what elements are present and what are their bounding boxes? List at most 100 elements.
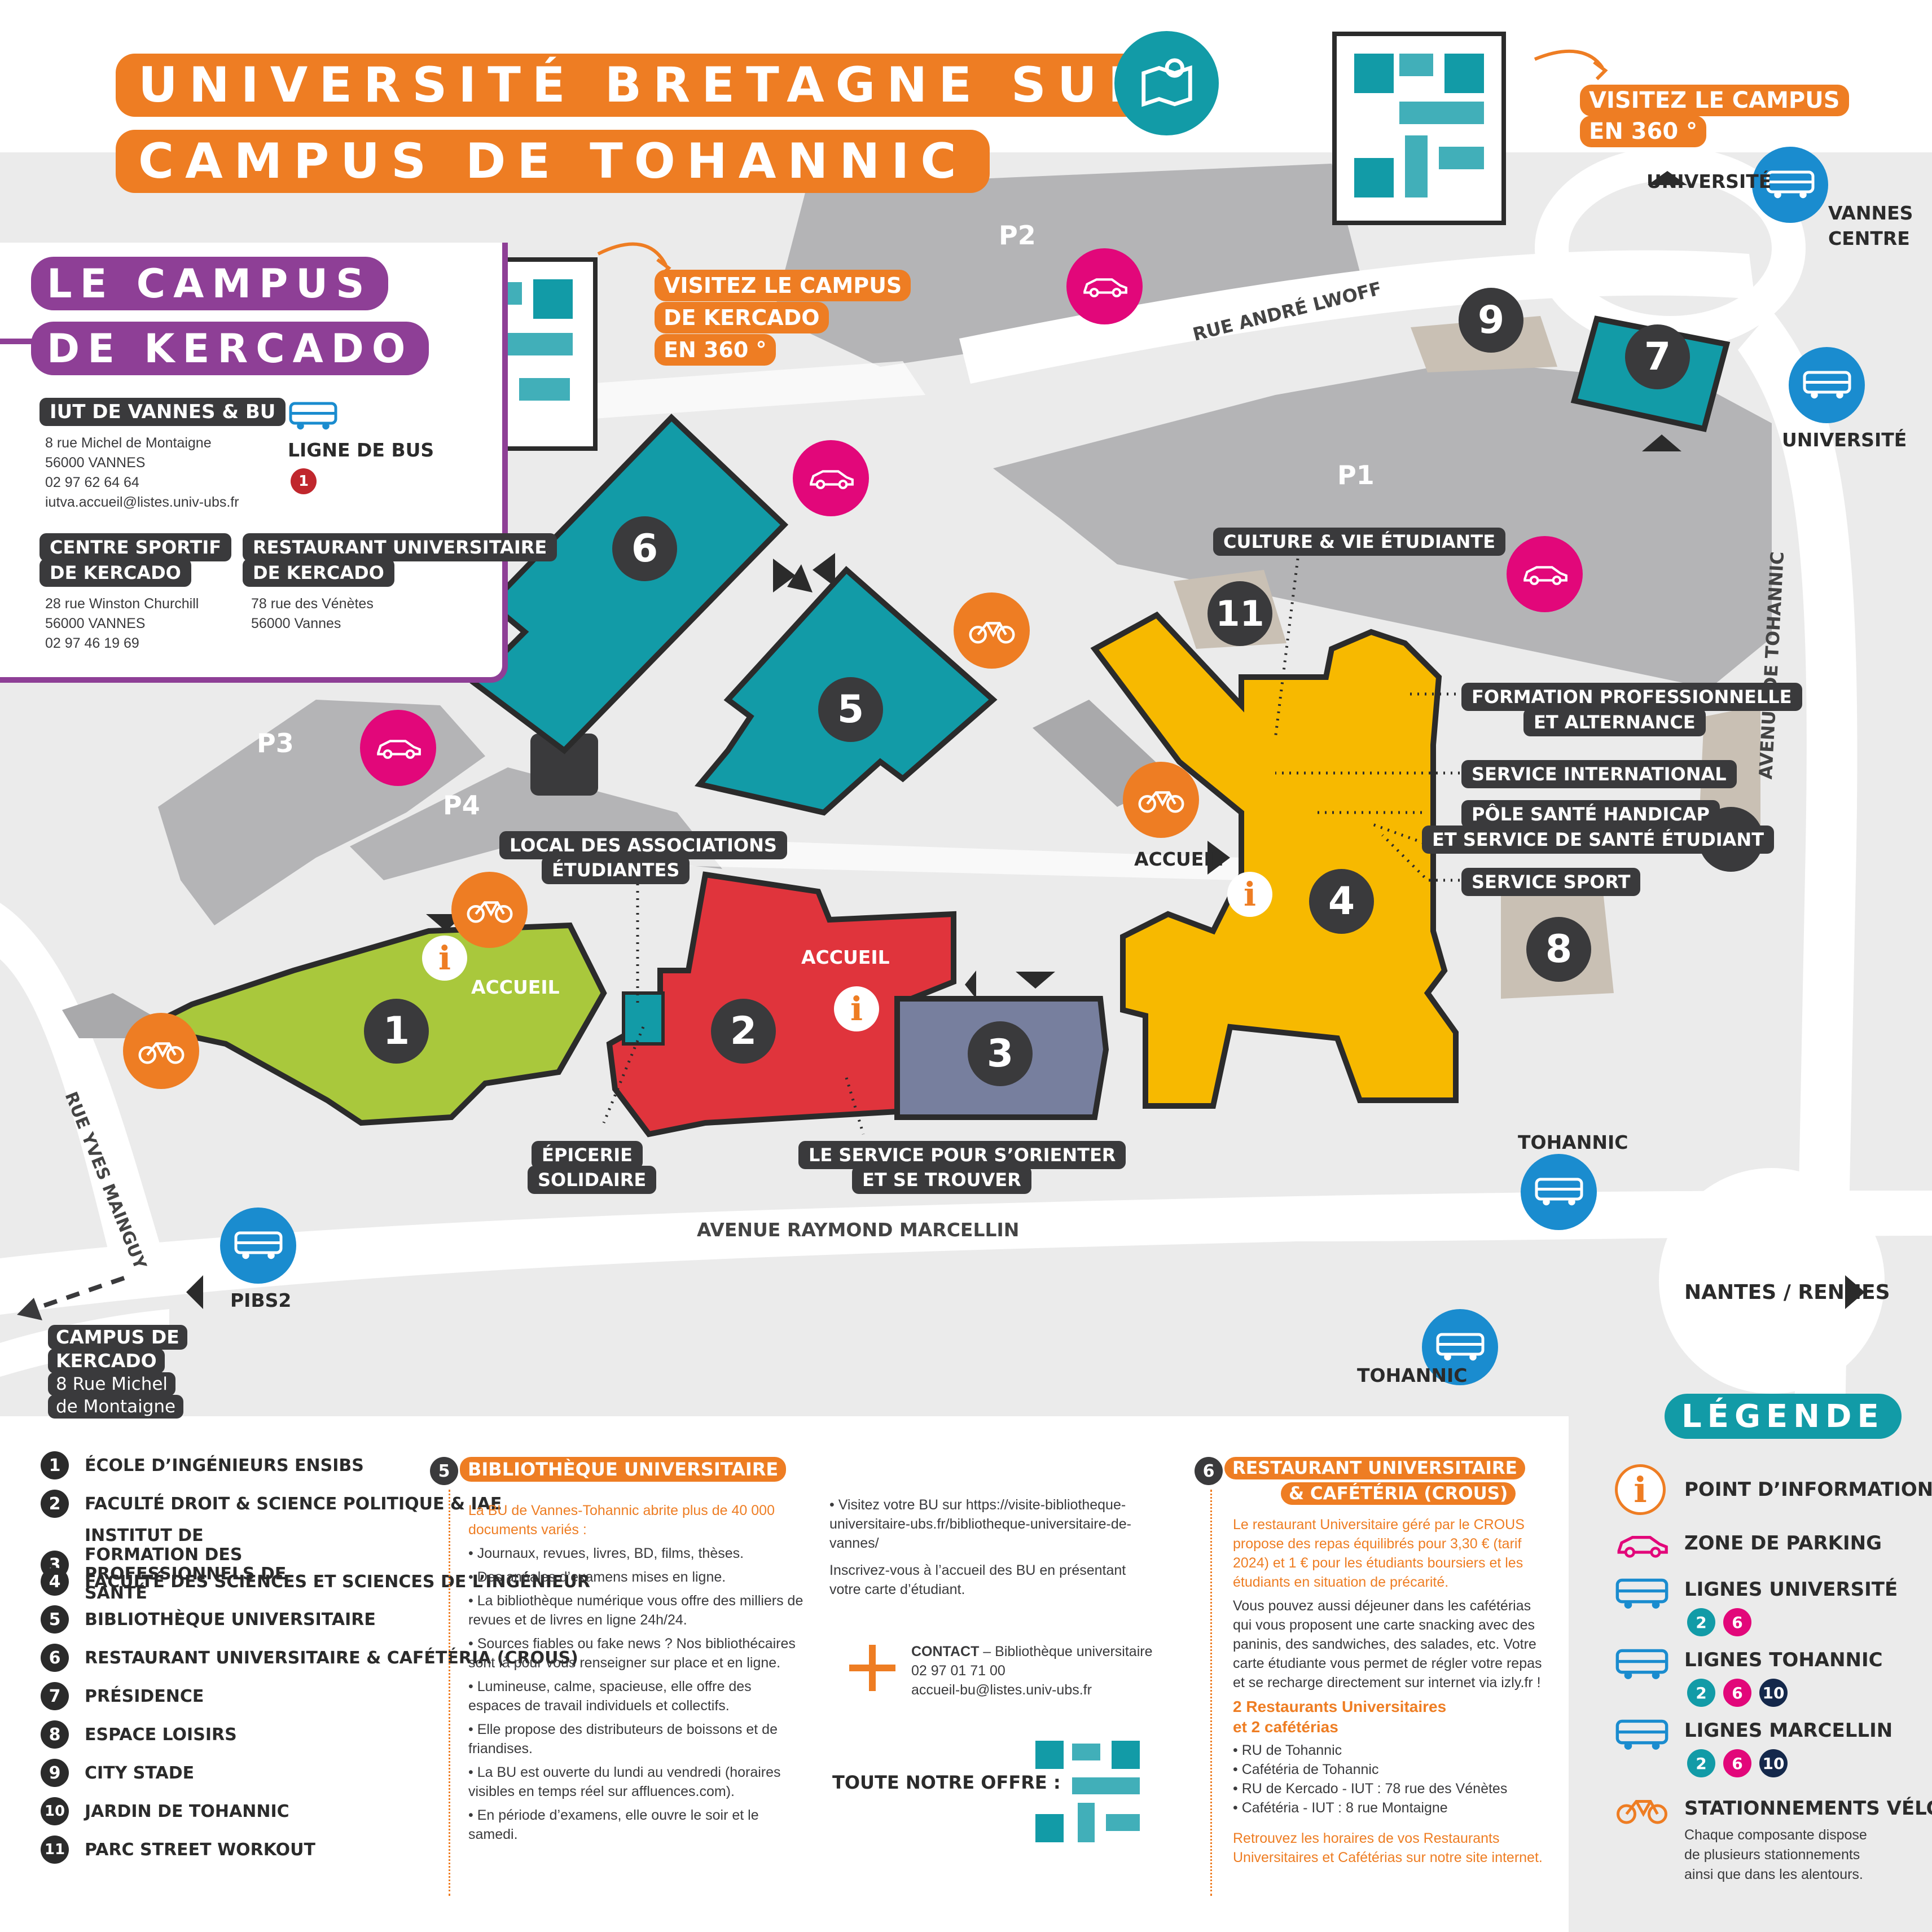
legend-title: LÉGENDE <box>1665 1394 1902 1439</box>
callout-assos-2[interactable]: ÉTUDIANTES <box>542 856 690 884</box>
iut-email[interactable]: iutva.accueil@listes.univ-ubs.fr <box>45 494 239 510</box>
building-2-number[interactable]: 2 <box>711 999 776 1064</box>
sport-title-2: DE KERCADO <box>39 559 191 587</box>
callout-culture[interactable]: CULTURE & VIE ÉTUDIANTE <box>1213 528 1506 556</box>
direction-kercado-2: KERCADO <box>48 1349 165 1373</box>
direction-kercado-1: CAMPUS DE <box>48 1325 187 1350</box>
callout-epicerie-1[interactable]: ÉPICERIE <box>532 1141 643 1169</box>
callout-formation-2[interactable]: ET ALTERNANCE <box>1523 708 1706 736</box>
legend-info: POINT D’INFORMATIONS <box>1684 1478 1932 1501</box>
bu-side-column: • Visitez votre BU sur https://visite-bi… <box>829 1495 1157 1604</box>
bus-stop-icon[interactable] <box>1789 347 1865 423</box>
bu-bullet: • Sources fiables ou fake news ? Nos bib… <box>468 1636 796 1671</box>
building-1-number[interactable]: 1 <box>364 999 429 1064</box>
callout-epicerie-2[interactable]: SOLIDAIRE <box>528 1166 657 1194</box>
building-5-number[interactable]: 5 <box>818 677 883 742</box>
kercado-title-1: LE CAMPUS <box>31 257 388 310</box>
bus-stop-icon[interactable] <box>1752 147 1828 223</box>
line-chip: 2 <box>1687 1679 1715 1707</box>
visit-360-tag-2[interactable]: EN 360 ° <box>1580 116 1707 147</box>
callout-sante-2[interactable]: ET SERVICE DE SANTÉ ÉTUDIANT <box>1422 826 1775 854</box>
sport-title-1: CENTRE SPORTIF <box>39 533 232 561</box>
qr-code-bu[interactable] <box>1033 1738 1143 1845</box>
ru-title-2: & CAFÉTÉRIA (CROUS) <box>1281 1482 1516 1505</box>
line-chip: 2 <box>1687 1608 1715 1636</box>
callout-sport[interactable]: SERVICE SPORT <box>1461 868 1641 896</box>
parking-p1-label: P1 <box>1337 460 1375 490</box>
building-4 <box>1090 611 1459 1109</box>
kercado-visit-3[interactable]: EN 360 ° <box>655 334 776 366</box>
bus-stop-icon[interactable] <box>1422 1309 1498 1385</box>
parking-car-icon[interactable] <box>793 440 869 516</box>
bu-visit[interactable]: • Visitez votre BU sur https://visite-bi… <box>829 1497 1131 1551</box>
kercado-visit-1[interactable]: VISITEZ LE CAMPUS <box>655 270 911 301</box>
iut-address-2: 56000 VANNES <box>45 455 146 471</box>
road-tohannic <box>1738 310 1858 1416</box>
bike-parking-icon[interactable] <box>954 592 1030 669</box>
bike-parking-icon[interactable] <box>1123 762 1199 838</box>
bike-parking-icon[interactable] <box>451 872 528 948</box>
ru-list-item: • Cafétéria - IUT : 8 rue Montaigne <box>1233 1800 1448 1816</box>
legend-parking: ZONE DE PARKING <box>1684 1532 1882 1555</box>
building-9-number[interactable]: 9 <box>1459 288 1523 353</box>
list-item: 11 PARC STREET WORKOUT <box>41 1836 315 1864</box>
list-number: 11 <box>41 1836 69 1864</box>
line-chip: 6 <box>1723 1679 1751 1707</box>
callout-orienter-1[interactable]: LE SERVICE POUR S’ORIENTER <box>798 1141 1126 1169</box>
bu-bullet: • Des annales d’examens mises en ligne. <box>468 1569 726 1585</box>
bu-contact-mail[interactable]: accueil-bu@listes.univ-ubs.fr <box>911 1682 1092 1698</box>
qr-code-tohannic[interactable] <box>1332 32 1506 225</box>
bike-icon <box>1614 1794 1670 1828</box>
list-label: PARC STREET WORKOUT <box>85 1839 315 1860</box>
callout-sante-1[interactable]: PÔLE SANTÉ HANDICAP <box>1461 800 1720 828</box>
info-icon[interactable]: i <box>834 986 879 1031</box>
building-3-number[interactable]: 3 <box>968 1021 1033 1086</box>
kercado-panel <box>0 243 508 683</box>
bus-icon <box>288 401 339 434</box>
ru-p1: Le restaurant Universitaire géré par le … <box>1233 1517 1525 1590</box>
bu-contact: CONTACT – Bibliothèque universitaire 02 … <box>911 1642 1171 1700</box>
resto-address-2: 56000 Vannes <box>251 616 341 631</box>
building-4-number[interactable]: 4 <box>1309 869 1374 934</box>
building-7-number[interactable]: 7 <box>1625 324 1690 389</box>
kercado-visit-2[interactable]: DE KERCADO <box>655 302 829 333</box>
parking-car-icon[interactable] <box>360 710 436 786</box>
line-chip: 6 <box>1723 1608 1751 1636</box>
sport-address-1: 28 rue Winston Churchill <box>45 596 199 612</box>
list-number: 5 <box>41 1605 69 1634</box>
bus-line-label: LIGNE DE BUS <box>288 439 434 461</box>
parking-p2 <box>773 164 1365 367</box>
ru-list-item: • Cafétéria de Tohannic <box>1233 1762 1379 1777</box>
building-6-number[interactable]: 6 <box>612 516 677 581</box>
ru-list-item: • RU de Tohannic <box>1233 1742 1342 1758</box>
bike-parking-icon[interactable] <box>123 1013 199 1089</box>
iut-title: IUT DE VANNES & BU <box>39 398 286 426</box>
accueil-label-2: ACCUEIL <box>801 946 890 968</box>
callout-international[interactable]: SERVICE INTERNATIONAL <box>1461 760 1737 788</box>
info-icon[interactable]: i <box>422 936 467 981</box>
bus-stop-tohannic-2: TOHANNIC <box>1357 1364 1468 1386</box>
parking-car-icon[interactable] <box>1507 536 1583 612</box>
bu-offer: TOUTE NOTRE OFFRE : <box>832 1772 1061 1793</box>
callout-formation-1[interactable]: FORMATION PROFESSIONNELLE <box>1461 683 1802 711</box>
road-mainguy <box>0 903 169 1292</box>
title-campus: CAMPUS DE TOHANNIC <box>116 130 990 193</box>
bu-contact-phone[interactable]: 02 97 01 71 00 <box>911 1663 1005 1679</box>
parking-car-icon[interactable] <box>1066 248 1143 324</box>
building-8-number[interactable]: 8 <box>1526 917 1591 982</box>
bus-stop-icon[interactable] <box>1521 1154 1597 1230</box>
iut-phone: 02 97 62 64 64 <box>45 475 139 490</box>
info-icon[interactable]: i <box>1227 872 1272 917</box>
bus-stop-icon[interactable] <box>220 1208 296 1284</box>
building-11-number[interactable]: 11 <box>1208 581 1272 646</box>
visit-360-tag-1[interactable]: VISITEZ LE CAMPUS <box>1580 85 1849 116</box>
callout-orienter-2[interactable]: ET SE TROUVER <box>852 1166 1031 1194</box>
list-label: FACULTÉ DROIT & SCIENCE POLITIQUE & IAE <box>85 1494 502 1514</box>
callout-assos-1[interactable]: LOCAL DES ASSOCIATIONS <box>499 831 787 859</box>
